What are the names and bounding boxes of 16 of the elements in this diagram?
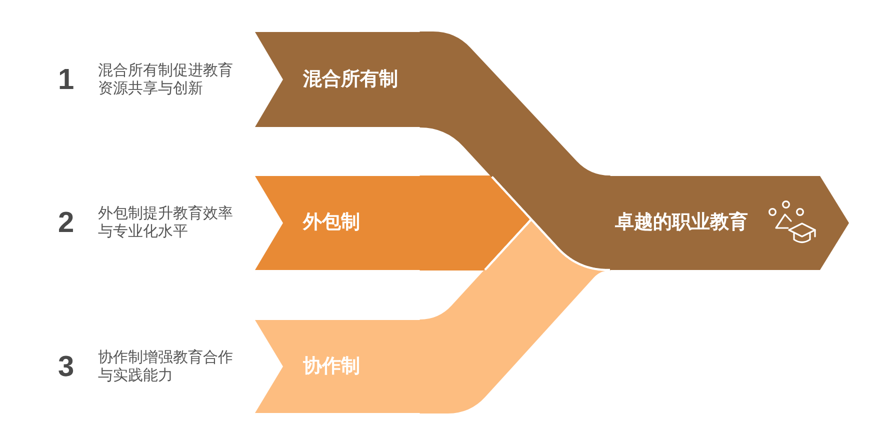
chevron-box — [255, 320, 420, 413]
band-label: 混合所有制 — [303, 68, 398, 92]
band-label: 协作制 — [303, 354, 360, 378]
band-label: 外包制 — [303, 211, 360, 235]
flow-band — [420, 32, 610, 270]
chevron-box — [255, 176, 420, 270]
description-text: 协作制增强教育合作与实践能力 — [98, 348, 234, 384]
step-number: 1 — [58, 62, 74, 96]
description-text: 外包制提升教育效率与专业化水平 — [98, 205, 234, 241]
band-label: 卓越的职业教育 — [615, 211, 748, 235]
description-text: 混合所有制促进教育资源共享与创新 — [98, 62, 234, 98]
step-number: 2 — [58, 206, 74, 240]
arrow-box — [610, 176, 849, 270]
chevron-box — [255, 32, 420, 127]
step-number: 3 — [58, 350, 74, 384]
flow-band — [420, 176, 532, 270]
